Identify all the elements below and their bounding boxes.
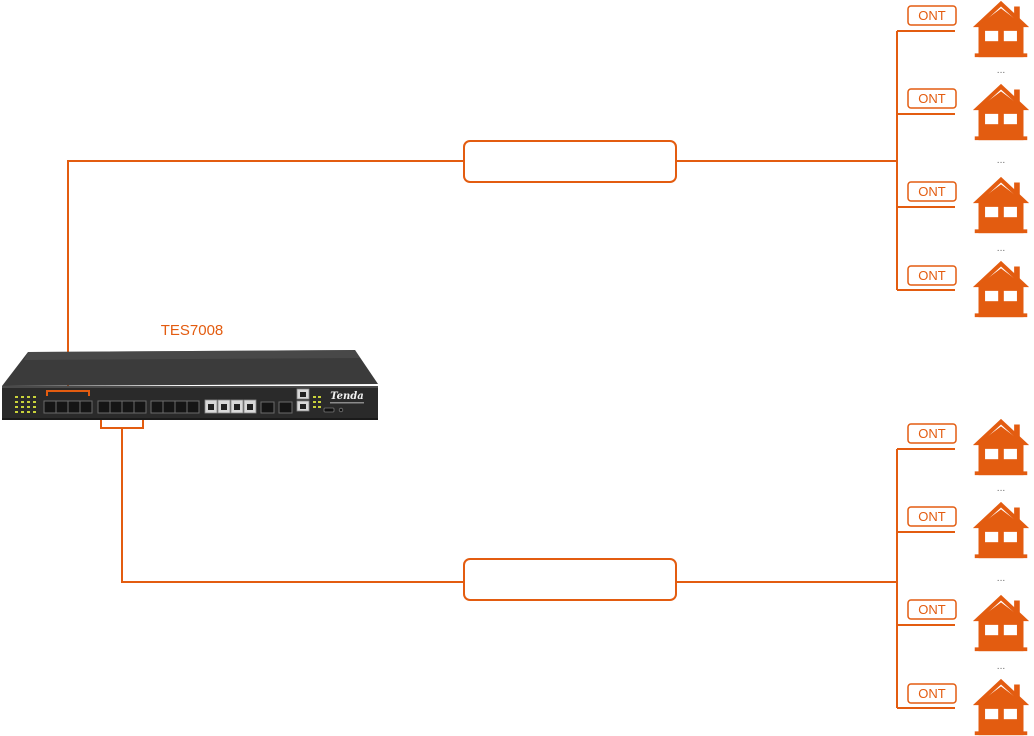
ont-label: ONT bbox=[918, 268, 946, 283]
pon-port-group-2 bbox=[97, 400, 147, 414]
device-model-label: TES7008 bbox=[161, 322, 224, 339]
ont-node: ONT bbox=[907, 176, 1030, 234]
console-ports bbox=[296, 388, 310, 412]
pon-port-group-3 bbox=[150, 400, 200, 414]
house-icon bbox=[972, 594, 1030, 652]
ont-label: ONT bbox=[918, 8, 946, 23]
ont-badge bbox=[907, 265, 957, 286]
bottom-splitter-box bbox=[463, 558, 677, 601]
ont-node: ONT bbox=[907, 0, 1030, 58]
ont-badge bbox=[907, 423, 957, 444]
bottom-fiber-link bbox=[100, 420, 955, 709]
status-led-matrix bbox=[15, 396, 36, 413]
uplink-sfp-ports bbox=[260, 401, 293, 414]
ellipsis: ... bbox=[997, 156, 1006, 166]
ellipsis: ... bbox=[997, 574, 1006, 584]
house-icon bbox=[972, 501, 1030, 559]
ellipsis: ... bbox=[997, 244, 1006, 254]
ont-badge bbox=[907, 683, 957, 704]
ont-node: ONT bbox=[907, 83, 1030, 141]
ont-label: ONT bbox=[918, 686, 946, 701]
house-icon bbox=[972, 260, 1030, 318]
ethernet-port-group bbox=[204, 399, 257, 414]
top-splitter-box bbox=[463, 140, 677, 183]
pon-port-group-1 bbox=[43, 400, 93, 414]
ont-label: ONT bbox=[918, 184, 946, 199]
ont-node: ONT bbox=[907, 594, 1030, 652]
house-icon bbox=[972, 678, 1030, 736]
pon-port-highlight-top bbox=[46, 390, 90, 396]
olt-device: Tenda bbox=[2, 350, 378, 420]
ont-label: ONT bbox=[918, 602, 946, 617]
ont-node: ONT bbox=[907, 418, 1030, 476]
device-brand-logo: Tenda bbox=[330, 391, 363, 402]
ont-group-top: ONT ... ONT ... ONT ... ONT bbox=[907, 0, 1030, 318]
house-icon bbox=[972, 0, 1030, 58]
ont-badge bbox=[907, 599, 957, 620]
top-fiber-link bbox=[67, 30, 955, 390]
reset-button bbox=[338, 407, 344, 413]
status-led-right bbox=[313, 396, 321, 408]
usb-port bbox=[323, 407, 335, 413]
ont-label: ONT bbox=[918, 91, 946, 106]
ont-group-bottom: ONT ... ONT ... ONT ... ONT bbox=[907, 418, 1030, 736]
ont-badge bbox=[907, 5, 957, 26]
ont-node: ONT bbox=[907, 501, 1030, 559]
ont-label: ONT bbox=[918, 426, 946, 441]
ont-node: ONT bbox=[907, 260, 1030, 318]
ellipsis: ... bbox=[997, 66, 1006, 76]
ont-badge bbox=[907, 88, 957, 109]
ellipsis: ... bbox=[997, 662, 1006, 672]
house-icon bbox=[972, 83, 1030, 141]
ont-badge bbox=[907, 506, 957, 527]
ont-label: ONT bbox=[918, 509, 946, 524]
ont-badge bbox=[907, 181, 957, 202]
ellipsis: ... bbox=[997, 484, 1006, 494]
ont-node: ONT bbox=[907, 678, 1030, 736]
house-icon bbox=[972, 176, 1030, 234]
house-icon bbox=[972, 418, 1030, 476]
